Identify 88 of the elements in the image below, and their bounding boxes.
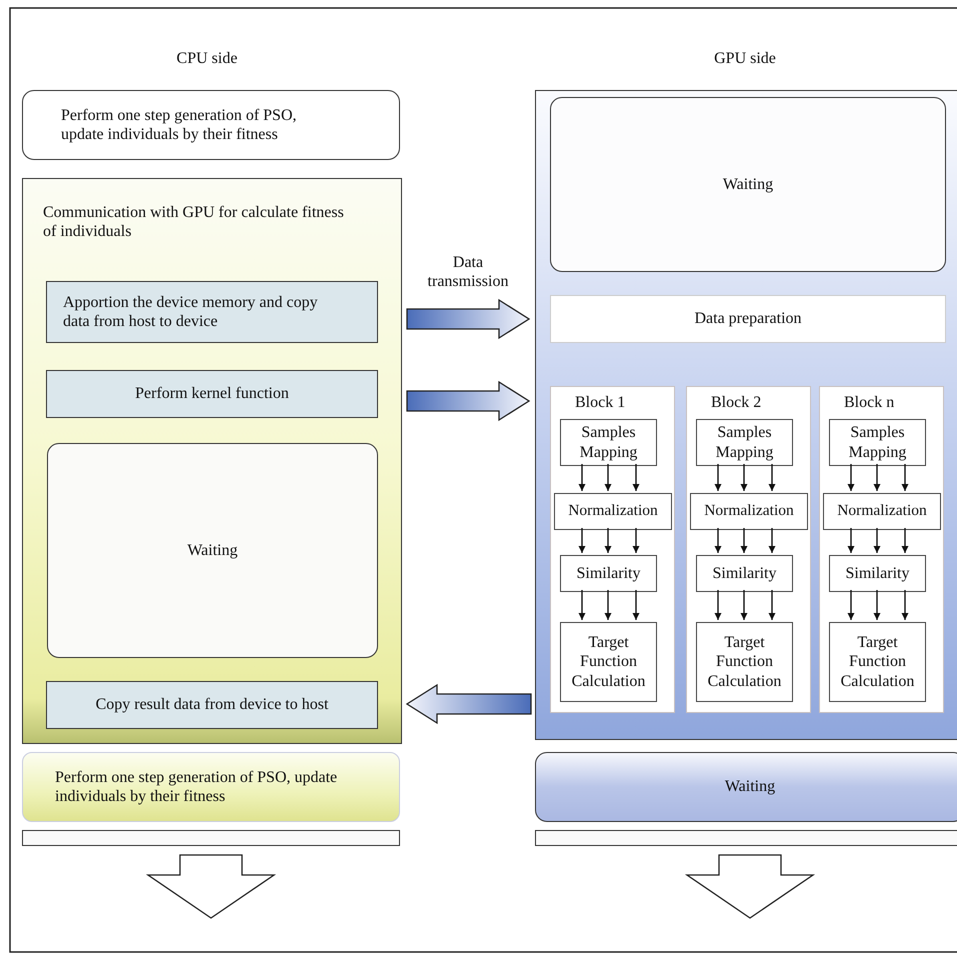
arrow [604,464,612,491]
thread-block [819,386,944,713]
process-box [22,90,400,160]
box-text: Apportion the device memory and copy data from host to device [63,292,319,332]
block-arrow [684,854,816,919]
arrow [632,590,640,620]
process-box [829,622,926,702]
arrow [768,590,776,620]
waiting-box [550,97,946,272]
arrow [902,528,908,553]
heading-text: Block n [844,393,894,412]
arrow [632,528,640,553]
heading-text: Block 1 [575,393,626,412]
process-box [560,622,657,702]
process-box [550,295,946,343]
arrow [714,528,722,553]
block-arrow [406,380,530,422]
arrow [902,464,908,491]
box-text: Samples Mapping [714,423,774,462]
arrow [848,528,854,553]
arrow [714,590,722,620]
process-box [696,622,793,702]
arrow [578,590,586,620]
process-box [560,419,657,466]
process-box [46,281,378,343]
arrow [578,528,586,553]
box-text: Normalization [568,502,658,521]
box-text: Normalization [837,502,927,521]
block-arrow [406,684,532,724]
arrow [768,528,776,553]
process-box [696,419,793,466]
arrow [632,464,640,491]
box-text: Target Function Calculation [706,633,782,691]
box-text: Similarity [576,564,640,584]
box-text: Waiting [724,777,776,797]
cpu-panel [22,178,402,744]
box-text: Perform kernel function [135,384,289,404]
arrow [740,528,748,553]
box-text: Perform one step generation of PSO, update individuals by their fitness [55,768,338,806]
process-box [690,493,808,530]
arrow [902,590,908,620]
arrow [604,528,612,553]
thread-block [686,386,811,713]
arrow [740,464,748,491]
arrow [604,590,612,620]
box-text: Perform one step generation of PSO, update individuals by their fitness [61,106,298,144]
process-box [46,370,378,418]
arrow [848,464,854,491]
block-arrow [146,854,276,919]
bar [22,830,400,846]
process-box [560,555,657,592]
box-text: Copy result data from device to host [96,695,328,715]
box-text: Waiting [722,174,774,194]
box-text: Samples Mapping [578,423,638,462]
arrow [714,464,722,491]
edge-label: Data transmission [426,253,510,292]
process-box [696,555,793,592]
heading-text: Block 2 [711,393,762,412]
process-box [829,555,926,592]
arrow [874,590,880,620]
process-box [554,493,672,530]
column-heading: GPU side [713,50,777,68]
process-box [22,752,400,822]
box-text: Normalization [704,502,794,521]
waiting-box [535,752,957,822]
column-heading: CPU side [176,50,238,68]
box-text: Target Function Calculation [840,633,916,691]
box-text: Data preparation [694,309,802,329]
box-text: Target Function Calculation [570,633,646,691]
block-arrow [406,298,530,340]
bar [535,830,957,846]
gpu-panel [535,90,957,740]
box-text: Similarity [846,564,910,584]
arrow [848,590,854,620]
box-text: Samples Mapping [848,423,908,462]
arrow [874,528,880,553]
arrow [740,590,748,620]
box-text: Waiting [187,540,238,560]
process-box [829,419,926,466]
waiting-box [47,443,378,658]
arrow [768,464,776,491]
arrow [578,464,586,491]
heading-text: Communication with GPU for calculate fitness of individuals [43,203,345,242]
process-box [823,493,941,530]
box-text: Similarity [712,564,776,584]
process-box [46,681,378,729]
thread-block [550,386,675,713]
arrow [874,464,880,491]
